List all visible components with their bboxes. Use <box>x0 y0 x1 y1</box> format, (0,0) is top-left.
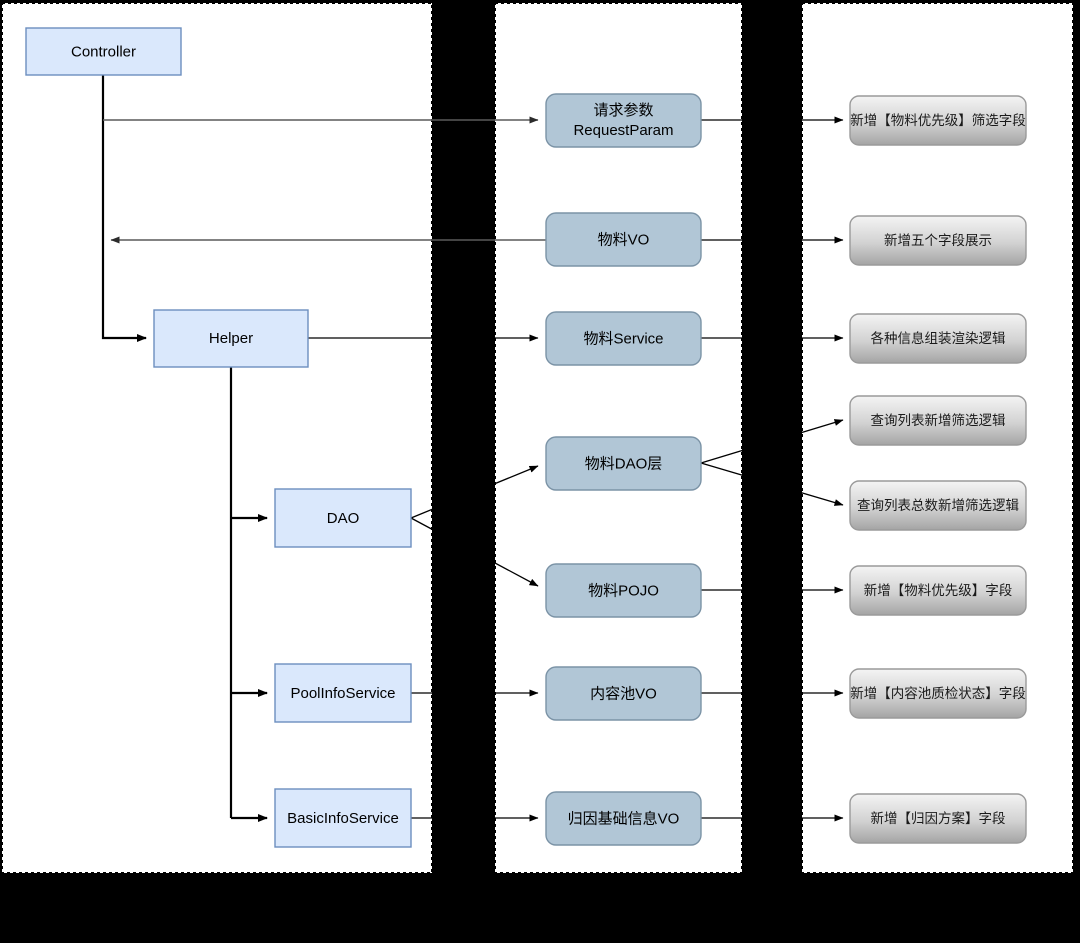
node-note-5-label: 查询列表总数新增筛选逻辑 <box>857 498 1019 513</box>
node-helper-label: Helper <box>209 330 253 347</box>
node-poolinfoservice-label: PoolInfoService <box>290 685 395 702</box>
node-controller[interactable]: Controller <box>25 27 182 76</box>
node-pool-vo-label: 内容池VO <box>590 685 657 702</box>
node-pool-vo[interactable]: 内容池VO <box>545 666 702 721</box>
node-note-7[interactable]: 新增【内容池质检状态】字段 <box>849 668 1027 719</box>
node-note-7-label: 新增【内容池质检状态】字段 <box>850 685 1026 701</box>
node-note-1[interactable]: 新增【物料优先级】筛选字段 <box>849 95 1027 146</box>
edge-material-dao-to-note-5 <box>700 462 844 506</box>
node-poolinfoservice[interactable]: PoolInfoService <box>274 663 412 723</box>
node-note-3[interactable]: 各种信息组装渲染逻辑 <box>849 313 1027 364</box>
node-note-6-label: 新增【物料优先级】字段 <box>864 583 1013 598</box>
node-helper[interactable]: Helper <box>153 309 309 368</box>
node-request-param-label-line1: 请求参数 <box>593 102 653 119</box>
node-dao[interactable]: DAO <box>274 488 412 548</box>
node-controller-label: Controller <box>71 43 136 60</box>
node-basicinfoservice-label: BasicInfoService <box>287 810 399 827</box>
node-request-param[interactable]: 请求参数 RequestParam <box>545 93 702 148</box>
node-material-dao[interactable]: 物料DAO层 <box>545 436 702 491</box>
lane-left <box>1 2 433 874</box>
node-note-6[interactable]: 新增【物料优先级】字段 <box>849 565 1027 616</box>
node-note-8[interactable]: 新增【归因方案】字段 <box>849 793 1027 844</box>
node-note-5[interactable]: 查询列表总数新增筛选逻辑 <box>849 480 1027 531</box>
node-material-pojo[interactable]: 物料POJO <box>545 563 702 618</box>
node-basic-vo[interactable]: 归因基础信息VO <box>545 791 702 846</box>
node-note-4[interactable]: 查询列表新增筛选逻辑 <box>849 395 1027 446</box>
node-request-param-label-line2: RequestParam <box>573 122 673 139</box>
node-note-8-label: 新增【归因方案】字段 <box>871 810 1006 826</box>
edge-dao-to-material-pojo <box>410 517 539 587</box>
node-note-1-label: 新增【物料优先级】筛选字段 <box>850 113 1026 128</box>
node-material-svc[interactable]: 物料Service <box>545 311 702 366</box>
node-note-4-label: 查询列表新增筛选逻辑 <box>871 413 1006 428</box>
node-material-pojo-label: 物料POJO <box>588 582 659 599</box>
edge-material-dao-to-note-4 <box>700 419 844 464</box>
node-dao-label: DAO <box>327 510 360 527</box>
edge-dao-to-material-dao <box>410 465 539 519</box>
node-basic-vo-label: 归因基础信息VO <box>568 810 680 827</box>
node-note-2[interactable]: 新增五个字段展示 <box>849 215 1027 266</box>
node-note-2-label: 新增五个字段展示 <box>884 233 992 248</box>
edge-controller-trunk <box>101 75 147 342</box>
node-material-dao-label: 物料DAO层 <box>585 455 663 472</box>
node-material-vo-label: 物料VO <box>598 231 650 248</box>
node-material-vo[interactable]: 物料VO <box>545 212 702 267</box>
node-basicinfoservice[interactable]: BasicInfoService <box>274 788 412 848</box>
node-note-3-label: 各种信息组装渲染逻辑 <box>871 330 1006 346</box>
node-material-svc-label: 物料Service <box>583 330 663 347</box>
